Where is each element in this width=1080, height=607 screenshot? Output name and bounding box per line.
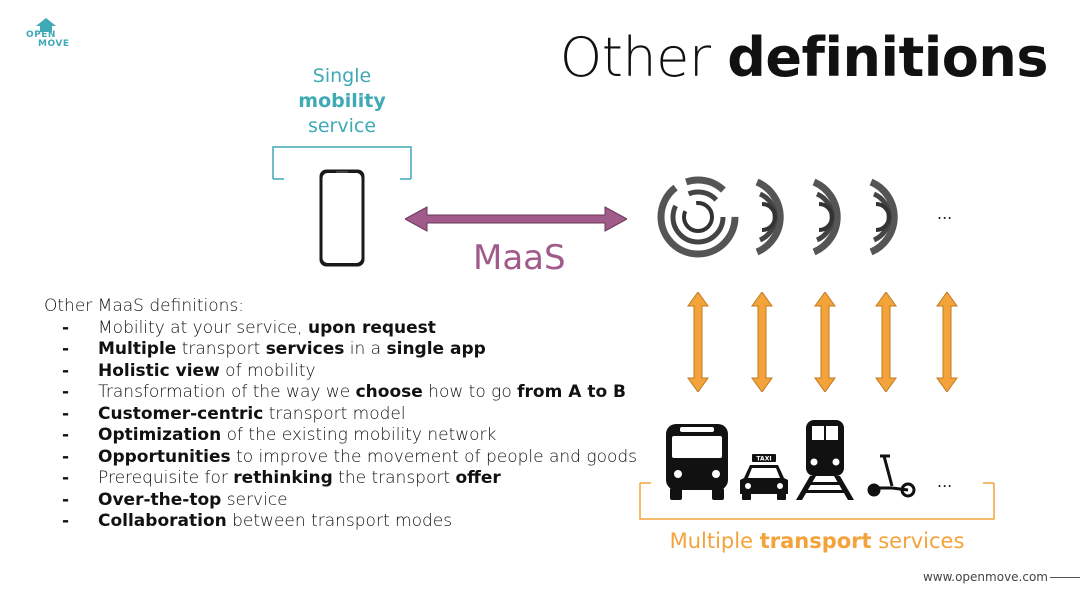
scooter-icon <box>867 454 916 498</box>
footer-url: www.openmove.com <box>922 570 1048 584</box>
single-service-bracket <box>272 146 412 180</box>
list-item: Over-the-top service <box>44 490 637 512</box>
list-item: Transformation of the way we choose how … <box>44 382 637 404</box>
list-item: Opportunities to improve the movement of… <box>44 447 637 469</box>
list-item: Prerequisite for rethinking the transpor… <box>44 468 637 490</box>
api-icons-row <box>657 176 898 258</box>
single-mobility-service-label: Single mobility service <box>272 64 412 139</box>
taxi-icon: TAXI <box>740 454 788 500</box>
list-item: Holistic view of mobility <box>44 361 637 383</box>
more-transport-ellipsis: ... <box>937 472 953 491</box>
smartphone-icon <box>319 169 365 267</box>
footer-divider <box>1050 577 1080 578</box>
definitions-heading: Other MaaS definitions: <box>44 296 244 316</box>
multiple-transport-services-label: Multiple transport services <box>669 529 965 553</box>
vertical-double-arrow-icon <box>875 292 897 392</box>
vertical-double-arrow-icon <box>814 292 836 392</box>
logo-text-open: OPEN <box>26 30 56 40</box>
double-arrow-icon <box>405 206 627 232</box>
definitions-block: Other MaaS definitions: Mobility at your… <box>44 296 637 533</box>
title-bold: definitions <box>727 26 1048 89</box>
single-line1: Single <box>312 65 372 87</box>
transport-services-bracket <box>639 482 995 520</box>
taxi-sign-text: TAXI <box>756 456 771 463</box>
list-item: Collaboration between transport modes <box>44 511 637 533</box>
api-ring-icon <box>657 176 739 258</box>
vertical-arrows-row <box>687 292 958 392</box>
transport-vehicles-row: TAXI <box>666 420 916 500</box>
list-item: Customer-centric transport model <box>44 404 637 426</box>
logo-text-move: MOVE <box>38 39 70 49</box>
api-partial-ring-icon <box>755 178 784 256</box>
vertical-double-arrow-icon <box>687 292 709 392</box>
api-partial-ring-icon <box>869 178 898 256</box>
maas-label: MaaS <box>473 238 566 278</box>
bus-icon <box>666 424 728 500</box>
vertical-double-arrow-icon <box>751 292 773 392</box>
single-line3: service <box>307 115 377 137</box>
list-item: Mobility at your service, upon request <box>44 318 637 340</box>
list-item: Multiple transport services in a single … <box>44 339 637 361</box>
openmove-logo: OPEN MOVE <box>22 18 70 52</box>
single-line2: mobility <box>298 90 386 112</box>
train-icon <box>796 420 854 500</box>
vertical-double-arrow-icon <box>936 292 958 392</box>
api-partial-ring-icon <box>812 178 841 256</box>
openmove-logo-icon <box>36 18 56 32</box>
more-apis-ellipsis: ... <box>937 204 953 223</box>
title-light: Other <box>559 26 728 89</box>
list-item: Optimization of the existing mobility ne… <box>44 425 637 447</box>
definitions-list: Mobility at your service, upon request M… <box>44 318 637 533</box>
page-title: Other definitions <box>559 26 1049 89</box>
